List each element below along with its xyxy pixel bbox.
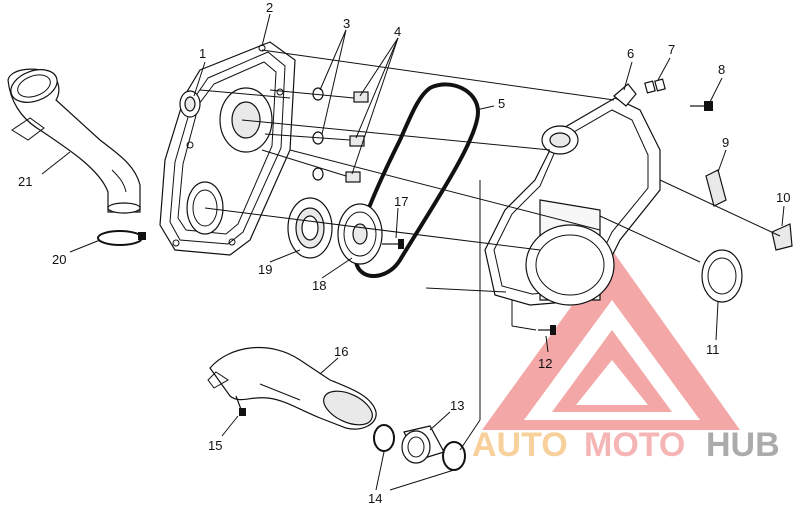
clamp-20 (97, 230, 146, 246)
intake-duct-21 (7, 68, 141, 214)
screw-12 (538, 325, 556, 335)
bolt-17 (382, 239, 404, 249)
callout-20: 20 (52, 252, 66, 267)
inner-cover-2 (159, 41, 296, 256)
outer-cover-6 (484, 83, 661, 306)
callout-21: 21 (18, 174, 32, 189)
callout-16: 16 (334, 344, 348, 359)
bolt-15 (235, 395, 246, 416)
callout-12: 12 (538, 356, 552, 371)
leader-lines (41, 13, 785, 491)
watermark-word-hub: HUB (706, 426, 780, 464)
cap-11 (701, 249, 743, 303)
watermark-word-auto: AUTO (472, 426, 568, 464)
screw-8 (690, 101, 713, 111)
drive-plate-18 (337, 203, 383, 265)
drive-belt-5 (353, 82, 481, 278)
callout-7: 7 (668, 42, 675, 57)
callout-2: 2 (266, 0, 273, 15)
decal-10 (771, 223, 793, 251)
callout-13: 13 (450, 398, 464, 413)
sleeve-13 (401, 425, 445, 464)
watermark-word-moto: MOTO (584, 426, 685, 464)
foam-strip-9 (705, 169, 727, 207)
watermark-text: AUTO MOTO HUB (472, 426, 780, 464)
alignment-lines (199, 49, 781, 451)
callout-1: 1 (199, 46, 206, 61)
watermark-logo (482, 250, 740, 430)
callout-5: 5 (498, 96, 505, 111)
callout-labels: 1 2 3 4 5 6 7 8 9 10 11 12 13 14 15 16 1… (18, 0, 790, 505)
callout-14: 14 (368, 491, 382, 505)
callout-10: 10 (776, 190, 790, 205)
seal-19 (287, 197, 333, 259)
callout-8: 8 (718, 62, 725, 77)
stud-lines (261, 89, 355, 177)
callout-15: 15 (208, 438, 222, 453)
callout-6: 6 (627, 46, 634, 61)
callout-19: 19 (258, 262, 272, 277)
callout-11: 11 (706, 342, 720, 357)
bushing-1 (179, 90, 201, 118)
outlet-duct-16 (207, 346, 377, 430)
callout-9: 9 (722, 135, 729, 150)
callout-17: 17 (394, 194, 408, 209)
callout-3: 3 (343, 16, 350, 31)
grommets-7 (644, 78, 666, 94)
callout-18: 18 (312, 278, 326, 293)
callout-4: 4 (394, 24, 401, 39)
